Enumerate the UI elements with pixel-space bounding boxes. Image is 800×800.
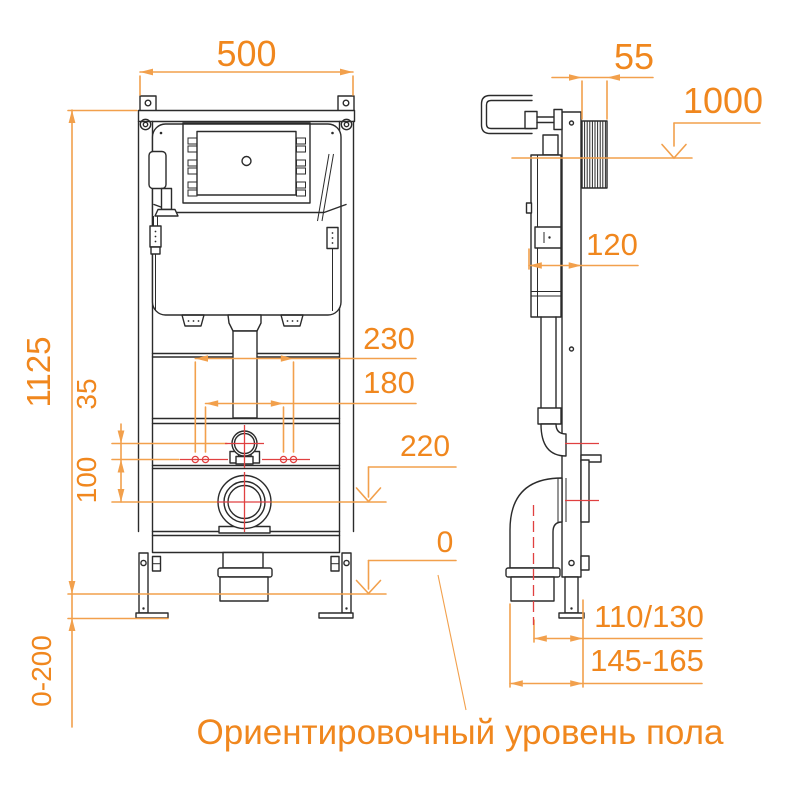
fill-valve: [148, 150, 179, 311]
cistern-side: [525, 134, 562, 318]
supply-elbow: [537, 316, 602, 463]
bottom-outlet: [217, 551, 273, 602]
access-panel: [182, 122, 311, 204]
caption-leader: [437, 574, 467, 711]
front-view: [135, 95, 356, 619]
hanger-lug: [337, 95, 355, 112]
dim-outlet-offset: 110/130: [594, 599, 704, 634]
drain-elbow: [505, 459, 590, 602]
dim-frame-height: 1125: [20, 337, 57, 408]
dim-flush-height: 1000: [683, 80, 763, 121]
centerlines: [180, 425, 599, 625]
top-crossbar: [137, 109, 356, 123]
dim-frame-width: 500: [216, 33, 276, 74]
crossbars: [151, 352, 341, 554]
dim-floor-level: 0: [437, 526, 454, 559]
dim-drain-offset: 100: [71, 457, 102, 504]
dimension-lines: [67, 68, 761, 728]
dim-frame-depth: 120: [586, 227, 638, 262]
flush-hose: [317, 153, 339, 311]
dim-wall-offset: 55: [614, 36, 654, 77]
dim-hole-spacing-inner: 180: [363, 365, 415, 400]
side-rail: [561, 111, 582, 578]
cistern-tank: [151, 123, 342, 316]
dim-hole-spacing-outer: 230: [363, 321, 415, 356]
dim-supply-offset: 35: [71, 378, 102, 409]
hanger-lug: [139, 95, 157, 112]
floor-caption: Ориентировочный уровень пола: [197, 713, 725, 752]
dim-outlet-distance: 145-165: [590, 643, 704, 678]
wall-hook: [480, 94, 563, 135]
side-view: [480, 94, 608, 619]
dimension-labels: 500 55 1000 120 230 180 220 0 110/130 14…: [20, 33, 763, 752]
dim-leg-range: 0-200: [26, 635, 57, 707]
dim-drain-level: 220: [400, 430, 450, 463]
side-foot: [558, 555, 590, 619]
flush-pipe: [227, 314, 262, 332]
wall-anchor: [581, 120, 608, 189]
adjustable-feet: [135, 552, 354, 619]
